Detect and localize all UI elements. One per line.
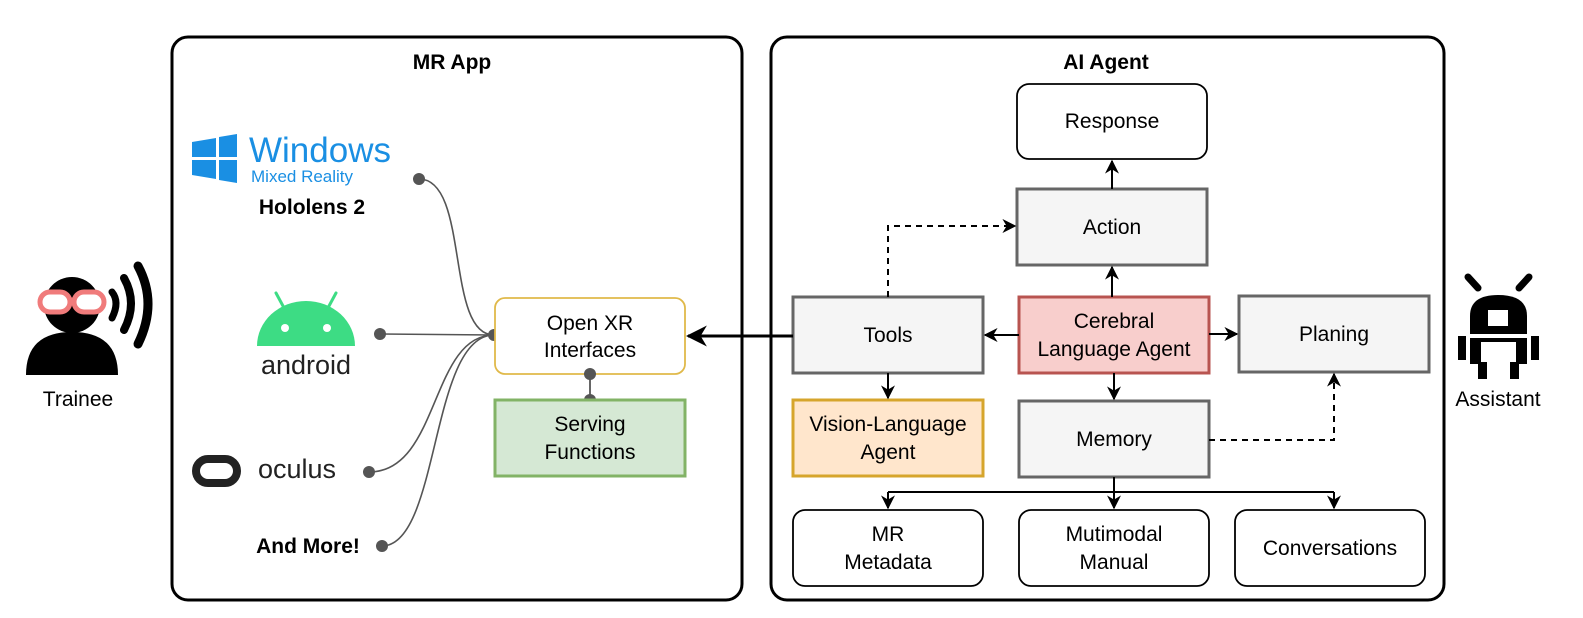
windows-logo-subtext: Mixed Reality	[251, 167, 354, 186]
trainee-label: Trainee	[43, 388, 113, 411]
mr-app-panel	[170, 35, 744, 602]
planing-box: Planing	[1237, 294, 1431, 374]
manual-line2: Manual	[1080, 551, 1149, 574]
android-logo-icon	[257, 291, 355, 346]
open-xr-box: Open XR Interfaces	[494, 297, 686, 375]
conversations-box: Conversations	[1234, 509, 1426, 587]
cerebral-line1: Cerebral	[1074, 310, 1155, 333]
tools-label: Tools	[863, 324, 912, 347]
assistant-robot-icon	[1458, 273, 1539, 379]
assistant-label: Assistant	[1455, 388, 1540, 411]
openxr-link-dot-top	[584, 368, 596, 380]
tools-box: Tools	[791, 295, 985, 375]
multimodal-manual-box: Mutimodal Manual	[1018, 509, 1210, 587]
windows-logo-icon	[192, 134, 237, 183]
action-box: Action	[1015, 187, 1209, 267]
ai-agent-panel	[769, 35, 1446, 602]
open-xr-line1: Open XR	[547, 312, 633, 335]
memory-label: Memory	[1076, 428, 1152, 451]
mr-app-title: MR App	[413, 51, 492, 74]
hololens-caption: Hololens 2	[259, 196, 365, 219]
platform-connectors	[368, 178, 495, 547]
serving-line1: Serving	[554, 413, 625, 436]
memory-box: Memory	[1017, 399, 1211, 479]
mr-metadata-line1: MR	[872, 523, 905, 546]
response-label: Response	[1065, 110, 1160, 133]
dashed-memory-to-planing	[1209, 372, 1341, 441]
response-box: Response	[1016, 83, 1208, 160]
dashed-tools-to-action	[887, 219, 1017, 297]
vision-line2: Agent	[861, 441, 916, 464]
flow-arrows	[685, 159, 1341, 510]
open-xr-line2: Interfaces	[544, 339, 636, 362]
vision-line1: Vision-Language	[809, 413, 966, 436]
oculus-logo-text: oculus	[258, 454, 336, 484]
and-more-caption: And More!	[256, 535, 360, 558]
mr-metadata-line2: Metadata	[844, 551, 932, 574]
trainee-icon	[26, 261, 153, 375]
mr-metadata-box: MR Metadata	[792, 509, 984, 587]
android-logo-text: android	[261, 350, 351, 380]
connector-dots	[363, 173, 500, 552]
windows-logo-text: Windows	[249, 131, 391, 170]
cerebral-line2: Language Agent	[1038, 338, 1191, 361]
action-label: Action	[1083, 216, 1141, 239]
oculus-logo-icon	[192, 455, 241, 487]
vision-language-agent-box: Vision-Language Agent	[791, 398, 985, 478]
ai-agent-title: AI Agent	[1063, 51, 1149, 74]
serving-line2: Functions	[544, 441, 635, 464]
manual-line1: Mutimodal	[1066, 523, 1163, 546]
cerebral-agent-box: Cerebral Language Agent	[1017, 295, 1211, 375]
serving-functions-box: Serving Functions	[493, 398, 687, 478]
conversations-label: Conversations	[1263, 537, 1397, 560]
planing-label: Planing	[1299, 323, 1369, 346]
